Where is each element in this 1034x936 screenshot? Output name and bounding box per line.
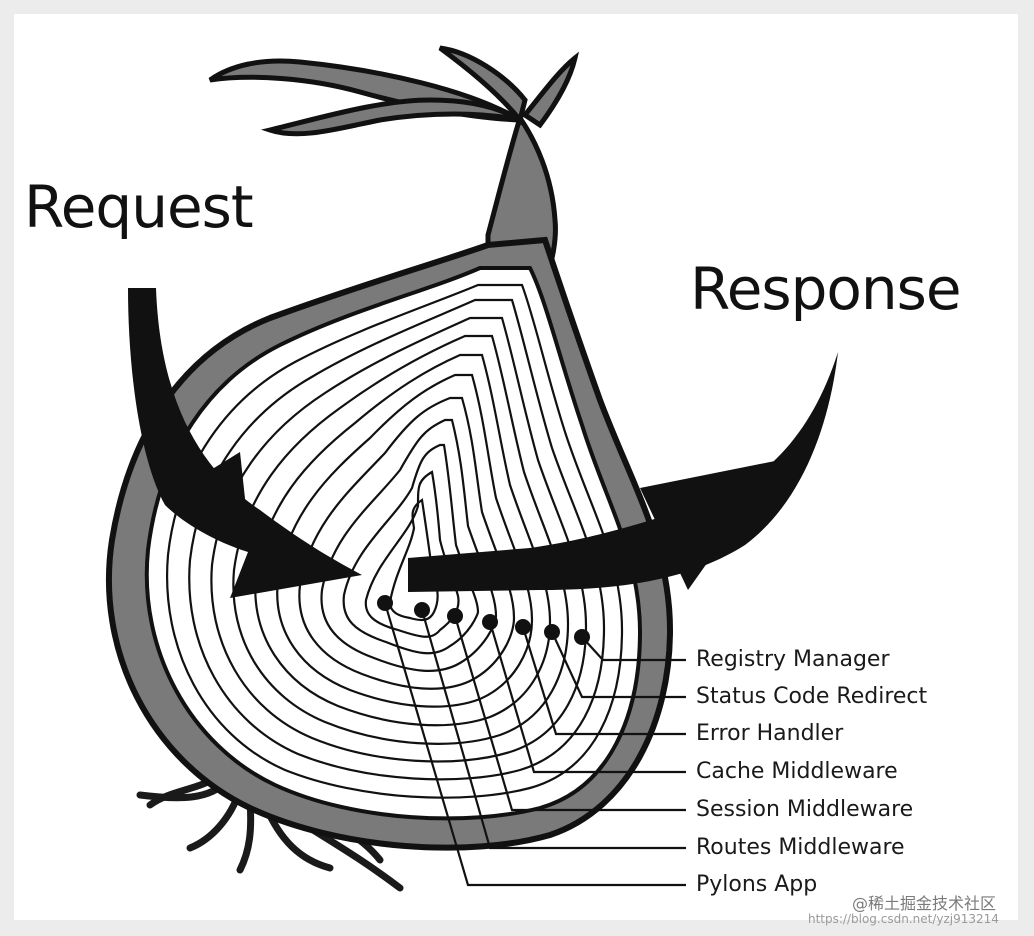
layer-label-routes-middleware: Routes Middleware	[696, 835, 905, 860]
response-label: Response	[690, 255, 962, 323]
layer-dots	[377, 595, 590, 645]
dot-session-middleware	[447, 608, 463, 624]
dot-routes-middleware	[414, 602, 430, 618]
watermark-juejin: @稀土掘金技术社区	[852, 894, 997, 913]
dot-pylons-app	[377, 595, 393, 611]
layer-label-registry-manager: Registry Manager	[696, 647, 890, 672]
dot-cache-middleware	[482, 614, 498, 630]
dot-error-handler	[515, 619, 531, 635]
request-arrowhead	[162, 452, 250, 545]
dot-registry-manager	[574, 629, 590, 645]
request-label: Request	[24, 173, 254, 241]
watermark-url: https://blog.csdn.net/yzj913214	[808, 912, 999, 926]
request-arrow	[128, 288, 362, 598]
leader-lines	[383, 602, 686, 887]
layer-label-session-middleware: Session Middleware	[696, 797, 914, 822]
layer-label-pylons-app: Pylons App	[696, 872, 818, 897]
layer-label-error-handler: Error Handler	[696, 721, 844, 746]
dot-status-code-redirect	[544, 624, 560, 640]
layer-label-status-code-redirect: Status Code Redirect	[696, 684, 928, 709]
response-arrow	[408, 352, 838, 592]
layer-label-cache-middleware: Cache Middleware	[696, 759, 898, 784]
onion-rings	[166, 283, 624, 799]
response-arrowhead	[640, 460, 780, 590]
